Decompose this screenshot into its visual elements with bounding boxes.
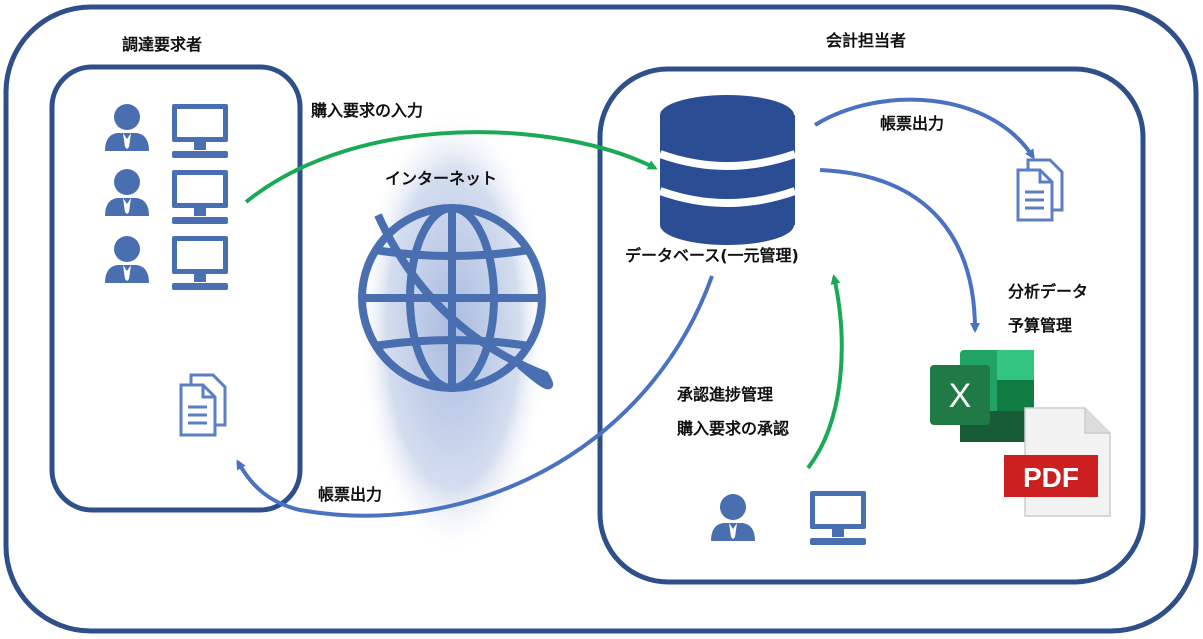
monitor-icon	[172, 104, 228, 158]
excel-letter: X	[949, 377, 972, 415]
purchase-approval-label: 購入要求の承認	[677, 419, 790, 438]
requester-box	[49, 64, 303, 513]
arrow-database-to-form	[813, 97, 1035, 160]
outer-frame	[3, 4, 1199, 634]
arrow-database-to-analysis	[819, 168, 980, 333]
accounting-title: 会計担当者	[826, 31, 907, 50]
purchase-request-input-label: 購入要求の入力	[311, 101, 424, 120]
arrow-approval-to-database	[806, 274, 844, 470]
database-label: データベース(一元管理)	[625, 246, 799, 265]
requester-title: 調達要求者	[122, 35, 203, 54]
database-icon	[658, 95, 797, 245]
pdf-text: PDF	[1023, 462, 1079, 493]
arrow-database-to-requester-form	[236, 275, 714, 518]
form-output-label-accounting: 帳票出力	[880, 114, 945, 133]
analysis-data-label: 分析データ	[1008, 282, 1089, 301]
internet-label: インターネット	[385, 169, 498, 188]
pdf-icon: PDF	[1004, 407, 1111, 517]
monitor-icon	[172, 236, 228, 290]
approver-user	[711, 491, 866, 545]
requester-user-3	[105, 236, 228, 290]
globe-icon	[358, 204, 554, 392]
document-icon	[1016, 158, 1064, 222]
monitor-icon	[810, 491, 866, 545]
form-output-label-requester: 帳票出力	[318, 485, 383, 504]
requester-user-1	[105, 104, 228, 158]
requester-user-2	[105, 169, 228, 224]
excel-icon: X	[930, 350, 1034, 442]
monitor-icon	[172, 170, 228, 224]
accounting-box	[597, 66, 1146, 585]
document-icon	[179, 373, 227, 437]
arrow-request-to-database	[244, 130, 658, 204]
budget-management-label: 予算管理	[1008, 316, 1073, 335]
approval-progress-label: 承認進捗管理	[677, 385, 774, 404]
